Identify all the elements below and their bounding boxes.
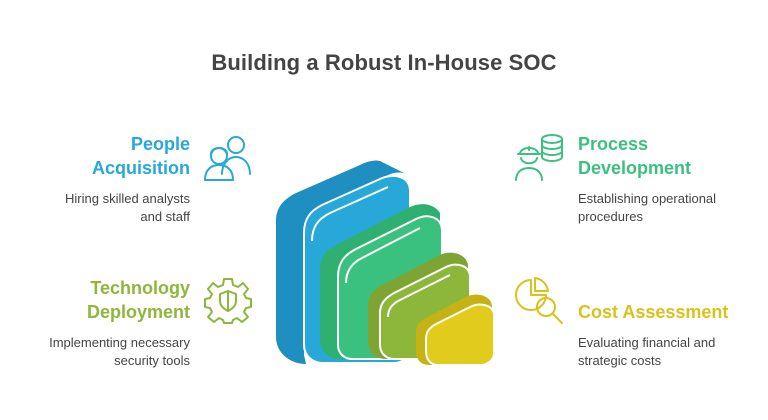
gear-shield-icon <box>204 278 252 324</box>
stacked-layers-graphic <box>276 160 495 366</box>
technology-deployment-heading: Technology Deployment <box>86 278 190 322</box>
process-development-heading: Process Development <box>578 134 692 178</box>
cost-layer <box>416 294 495 366</box>
people-acquisition-description: Hiring skilled analysts and staff <box>65 191 190 224</box>
cost-assessment-heading: Cost Assessment <box>578 302 729 322</box>
process-development-description: Establishing operational procedures <box>578 191 717 224</box>
people-icon <box>204 136 251 181</box>
cost-assessment-description: Evaluating financial and strategic costs <box>578 335 716 368</box>
pie-chart-magnifier-icon <box>515 277 563 324</box>
technology-deployment-block: Technology Deployment Implementing neces… <box>10 276 190 370</box>
cost-assessment-block: Cost Assessment Evaluating financial and… <box>578 300 763 370</box>
worker-database-icon <box>515 134 563 181</box>
people-acquisition-block: People Acquisition Hiring skilled analys… <box>10 132 190 226</box>
people-acquisition-heading: People Acquisition <box>92 134 190 178</box>
diagram-title: Building a Robust In-House SOC <box>211 50 557 75</box>
technology-deployment-description: Implementing necessary security tools <box>49 335 190 368</box>
process-development-block: Process Development Establishing operati… <box>578 132 763 226</box>
